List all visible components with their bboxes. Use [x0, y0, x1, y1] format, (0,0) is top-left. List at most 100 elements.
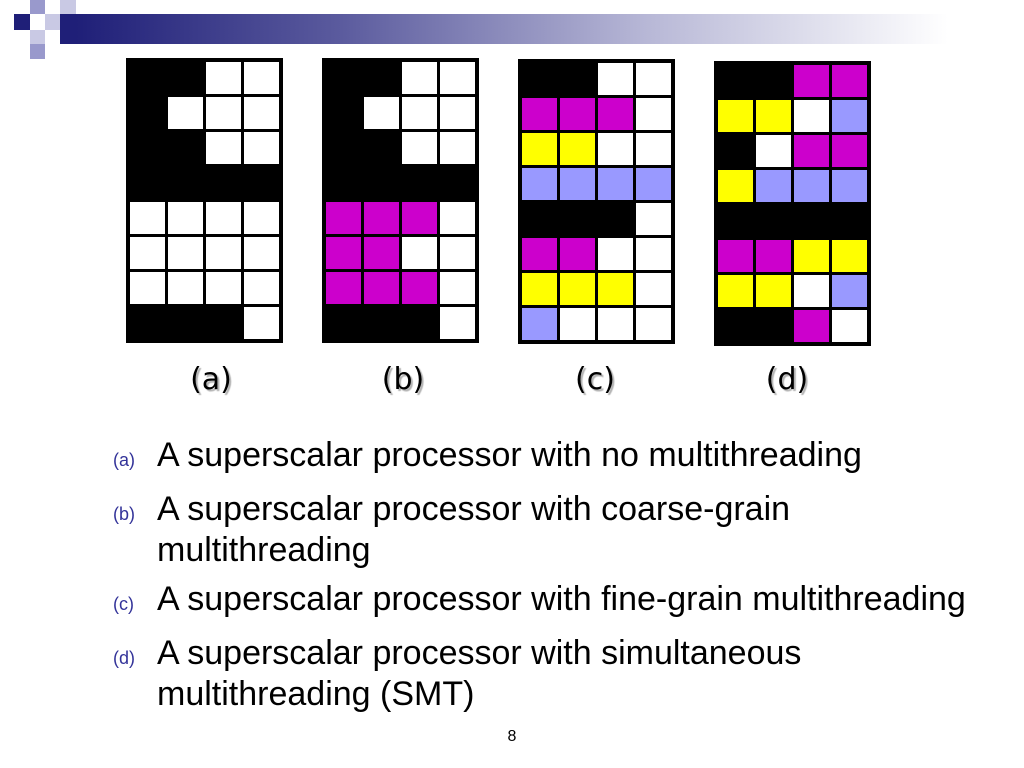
- issue-slot: [718, 310, 753, 342]
- issue-slot: [206, 272, 241, 304]
- issue-slot: [326, 272, 361, 304]
- issue-slot: [794, 65, 829, 97]
- issue-slot: [206, 132, 241, 164]
- issue-slot: [718, 65, 753, 97]
- issue-slot: [168, 272, 203, 304]
- issue-slot: [440, 307, 475, 339]
- issue-slot: [560, 308, 595, 340]
- issue-slot: [364, 237, 399, 269]
- issue-slot: [244, 237, 279, 269]
- issue-slot: [440, 62, 475, 94]
- issue-slot: [364, 132, 399, 164]
- issue-slot: [598, 98, 633, 130]
- issue-slot: [244, 167, 279, 199]
- issue-slot: [402, 307, 437, 339]
- issue-slot-diagram-c: [518, 59, 675, 344]
- issue-slot: [560, 238, 595, 270]
- issue-slot: [832, 275, 867, 307]
- issue-slot: [794, 240, 829, 272]
- issue-slot: [756, 240, 791, 272]
- issue-slot: [364, 272, 399, 304]
- issue-slot: [402, 62, 437, 94]
- issue-slot: [560, 203, 595, 235]
- issue-slot: [326, 202, 361, 234]
- list-item: (b) A superscalar processor with coarse-…: [113, 489, 993, 571]
- diagram-label-b: (b): [381, 362, 425, 397]
- issue-slot: [756, 100, 791, 132]
- issue-slot: [560, 168, 595, 200]
- issue-slot: [440, 202, 475, 234]
- diagram-label-c: (c): [575, 362, 615, 397]
- issue-slot: [206, 202, 241, 234]
- issue-slot: [130, 272, 165, 304]
- issue-slot: [326, 237, 361, 269]
- issue-slot: [522, 273, 557, 305]
- issue-slot: [636, 133, 671, 165]
- decor-square: [60, 14, 76, 44]
- issue-slot: [168, 202, 203, 234]
- issue-slot: [636, 308, 671, 340]
- header-gradient-bar: [76, 14, 1024, 44]
- issue-slot: [402, 167, 437, 199]
- issue-slot: [130, 97, 165, 129]
- issue-slot-diagram-d: [714, 61, 871, 346]
- issue-slot: [522, 63, 557, 95]
- issue-slot: [832, 100, 867, 132]
- issue-slot: [522, 98, 557, 130]
- issue-slot: [522, 133, 557, 165]
- issue-slot: [244, 132, 279, 164]
- issue-slot: [244, 307, 279, 339]
- issue-slot: [560, 63, 595, 95]
- issue-slot: [364, 62, 399, 94]
- issue-slot: [832, 310, 867, 342]
- issue-slot: [168, 167, 203, 199]
- issue-slot: [402, 272, 437, 304]
- caption-list: (a) A superscalar processor with no mult…: [113, 435, 993, 723]
- decor-square: [30, 0, 45, 14]
- issue-slot: [168, 132, 203, 164]
- issue-slot: [794, 310, 829, 342]
- issue-slot: [598, 203, 633, 235]
- issue-slot: [636, 168, 671, 200]
- issue-slot: [244, 272, 279, 304]
- diagram-label-d: (d): [765, 362, 809, 397]
- decor-square: [30, 44, 45, 59]
- issue-slot-diagram-b: [322, 58, 479, 343]
- issue-slot: [364, 202, 399, 234]
- list-marker: (c): [113, 594, 134, 614]
- issue-slot: [718, 275, 753, 307]
- issue-slot: [364, 97, 399, 129]
- issue-slot: [598, 133, 633, 165]
- issue-slot: [718, 205, 753, 237]
- issue-slot: [522, 168, 557, 200]
- issue-slot: [598, 273, 633, 305]
- issue-slot: [326, 132, 361, 164]
- issue-slot: [560, 273, 595, 305]
- issue-slot: [130, 202, 165, 234]
- list-item-text: A superscalar processor with coarse-grai…: [157, 490, 791, 569]
- issue-slot: [832, 240, 867, 272]
- issue-slot: [598, 168, 633, 200]
- issue-slot: [636, 273, 671, 305]
- list-item: (d) A superscalar processor with simulta…: [113, 633, 993, 715]
- issue-slot: [794, 135, 829, 167]
- list-item: (a) A superscalar processor with no mult…: [113, 435, 993, 481]
- issue-slot: [598, 238, 633, 270]
- issue-slot: [326, 167, 361, 199]
- issue-slot: [598, 308, 633, 340]
- list-marker: (a): [113, 450, 135, 470]
- issue-slot: [636, 63, 671, 95]
- issue-slot: [718, 240, 753, 272]
- diagram-label-a: (a): [190, 362, 232, 397]
- decor-square: [14, 14, 30, 30]
- issue-slot: [832, 170, 867, 202]
- issue-slot: [130, 62, 165, 94]
- issue-slot: [440, 237, 475, 269]
- issue-slot: [756, 65, 791, 97]
- issue-slot: [598, 63, 633, 95]
- issue-slot: [794, 170, 829, 202]
- issue-slot: [244, 202, 279, 234]
- issue-slot: [522, 203, 557, 235]
- list-item-text: A superscalar processor with fine-grain …: [157, 580, 966, 618]
